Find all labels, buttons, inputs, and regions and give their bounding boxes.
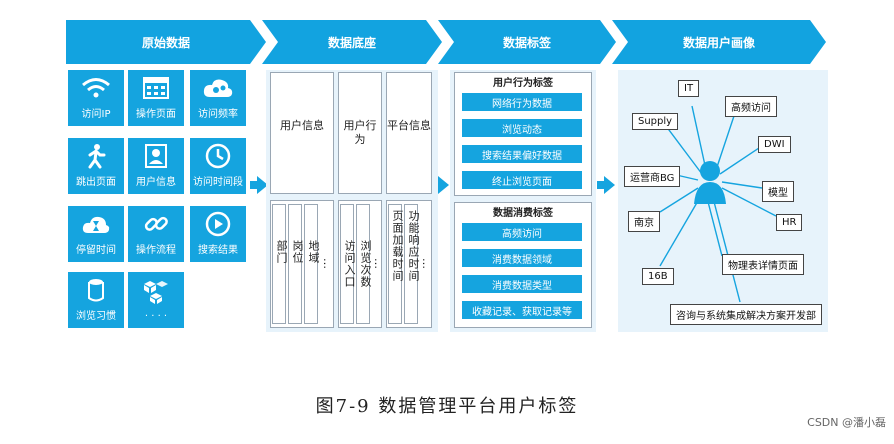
base-item: 功能响应时间 <box>407 210 420 282</box>
tile-label: 停留时间 <box>76 245 116 256</box>
tile-more: · · · · <box>128 272 184 328</box>
tile-user-info: 用户信息 <box>128 138 184 194</box>
portrait-label: IT <box>678 80 700 97</box>
base-item: 岗位 <box>291 240 304 264</box>
column-header: 用户行为 <box>343 119 377 146</box>
stage-data-base: 数据底座 <box>262 20 442 64</box>
stage-label: 原始数据 <box>141 35 190 50</box>
walker-icon <box>84 138 108 173</box>
base-col-platform-info: 平台信息 <box>386 72 432 194</box>
base-col-user-info: 用户信息 <box>270 72 334 194</box>
item-box <box>356 204 370 324</box>
behavior-tags-box: 用户行为标签 网络行为数据 浏览动态 搜索结果偏好数据 终止浏览页面 <box>454 72 592 196</box>
base-item: 浏览次数 <box>359 240 372 288</box>
column-header: 平台信息 <box>387 119 431 132</box>
clock-icon <box>205 138 231 173</box>
consume-tags-title: 数据消费标签 <box>493 208 553 219</box>
stage-data-tags: 数据标签 <box>438 20 616 64</box>
tile-label: 访问时间段 <box>193 177 243 188</box>
portrait-label: 咨询与系统集成解决方案开发部 <box>670 304 822 325</box>
tile-label: · · · · <box>144 311 168 322</box>
tile-search-results: 搜索结果 <box>190 206 246 262</box>
tile-access-ip: 访问IP <box>68 70 124 126</box>
tag-bar: 消费数据类型 <box>462 275 582 293</box>
item-box <box>340 204 354 324</box>
stage-label: 数据标签 <box>502 35 551 50</box>
portrait-label: Supply <box>632 113 679 130</box>
person-icon <box>694 160 726 208</box>
base-item: 地域 <box>307 240 320 264</box>
cloud-gear-icon <box>202 70 234 105</box>
tile-label: 操作页面 <box>136 109 176 120</box>
consume-tags-box: 数据消费标签 高频访问 消费数据领域 消费数据类型 收藏记录、获取记录等 <box>454 202 592 328</box>
base-item: … <box>321 258 334 270</box>
base-col-user-behavior: 用户行为 <box>338 72 382 194</box>
tag-bar: 消费数据领域 <box>462 249 582 267</box>
behavior-tags-title: 用户行为标签 <box>493 78 553 89</box>
base-item: 页面加载时间 <box>391 210 404 282</box>
calendar-grid-icon <box>143 70 169 105</box>
flow-arrow <box>431 176 449 194</box>
tag-bar: 收藏记录、获取记录等 <box>462 301 582 319</box>
tile-bounce-page: 跳出页面 <box>68 138 124 194</box>
hourglass-cloud-icon <box>81 206 111 241</box>
portrait-label: 模型 <box>762 181 794 202</box>
tag-bar: 终止浏览页面 <box>462 171 582 189</box>
cylinder-icon <box>87 272 105 307</box>
tile-browse-habit: 浏览习惯 <box>68 272 124 328</box>
item-box <box>404 204 418 324</box>
portrait-label: 南京 <box>628 211 660 232</box>
cubes-icon <box>141 272 171 311</box>
tile-access-frequency: 访问频率 <box>190 70 246 126</box>
tag-bar: 网络行为数据 <box>462 93 582 111</box>
tile-label: 用户信息 <box>136 177 176 188</box>
stage-label: 数据底座 <box>327 35 376 50</box>
portrait-label: 运营商BG <box>624 166 681 187</box>
tag-bar: 搜索结果偏好数据 <box>462 145 582 163</box>
tile-label: 访问频率 <box>198 109 238 120</box>
item-box <box>304 204 318 324</box>
wifi-icon <box>81 70 111 105</box>
tile-operation-flow: 操作流程 <box>128 206 184 262</box>
play-icon <box>205 206 231 241</box>
item-box <box>272 204 286 324</box>
link-icon <box>143 206 169 241</box>
portrait-label: DWI <box>758 136 791 153</box>
base-item: 访问入口 <box>343 240 356 288</box>
tile-stay-time: 停留时间 <box>68 206 124 262</box>
tag-bar: 高频访问 <box>462 223 582 241</box>
tile-operation-page: 操作页面 <box>128 70 184 126</box>
portrait-label: 高频访问 <box>725 96 777 117</box>
stage-user-portrait: 数据用户画像 <box>612 20 826 64</box>
base-item: 部门 <box>275 240 288 264</box>
portrait-label: HR <box>776 214 803 231</box>
base-item: … <box>420 258 433 270</box>
portrait-label: 16B <box>642 268 674 285</box>
tile-label: 跳出页面 <box>76 177 116 188</box>
tile-label: 操作流程 <box>136 245 176 256</box>
stage-raw-data: 原始数据 <box>66 20 266 64</box>
tile-label: 搜索结果 <box>198 245 238 256</box>
tile-label: 访问IP <box>81 109 111 120</box>
flow-arrow <box>597 176 615 194</box>
stage-label: 数据用户画像 <box>682 35 755 50</box>
flow-arrow <box>250 176 268 194</box>
tile-label: 浏览习惯 <box>76 311 116 322</box>
tag-bar: 浏览动态 <box>462 119 582 137</box>
user-card-icon <box>145 138 167 173</box>
tile-access-timeslot: 访问时间段 <box>190 138 246 194</box>
figure-caption: 图7-9 数据管理平台用户标签 <box>315 396 579 417</box>
item-box <box>288 204 302 324</box>
watermark: CSDN @潘小磊 <box>807 416 886 429</box>
item-box <box>388 204 402 324</box>
base-item: … <box>372 258 385 270</box>
portrait-label: 物理表详情页面 <box>722 254 804 275</box>
column-header: 用户信息 <box>280 119 324 132</box>
